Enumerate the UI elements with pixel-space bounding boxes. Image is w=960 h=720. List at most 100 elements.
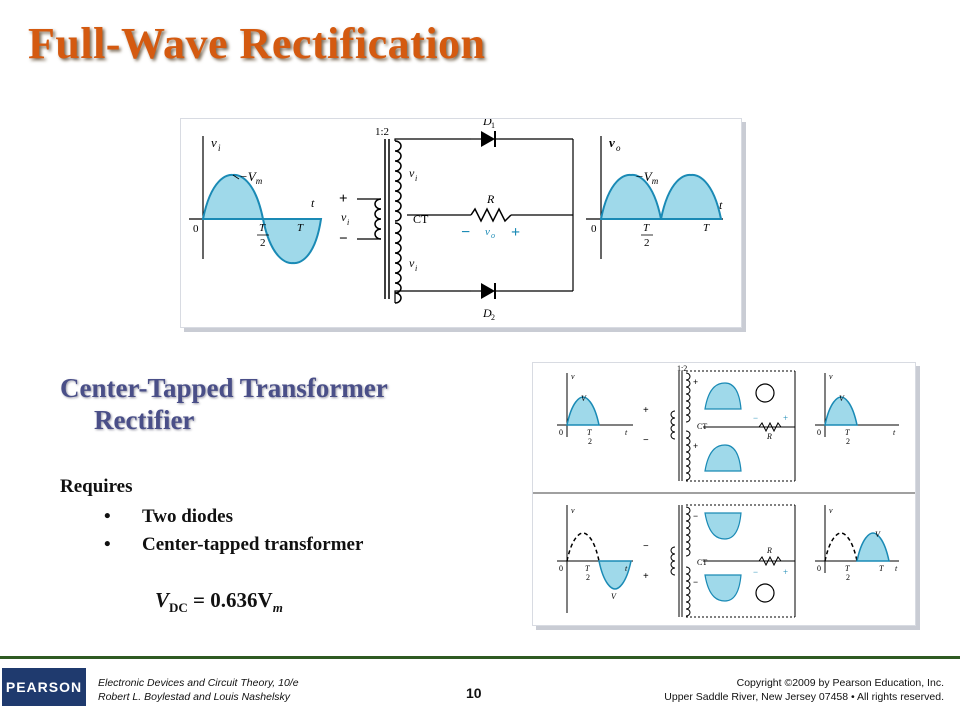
- svg-text:R: R: [766, 546, 772, 555]
- svg-text:V: V: [611, 592, 617, 601]
- svg-text:+: +: [693, 377, 698, 387]
- secondary-upper-coil: [394, 140, 402, 222]
- center-tapped-circuit: 1:2 + − v i v i v i CT D 1: [339, 114, 574, 322]
- book-title: Electronic Devices and Circuit Theory, 1…: [98, 677, 299, 689]
- svg-text:v: v: [829, 506, 833, 515]
- svg-text:−: −: [643, 541, 649, 552]
- list-item: •Two diodes: [104, 506, 233, 527]
- diode-d1-label: D: [482, 119, 492, 128]
- output-waveform-plot: v o −Vm t 0 T 2 T: [586, 135, 723, 259]
- svg-text:+: +: [643, 405, 649, 416]
- svg-text:v: v: [485, 226, 490, 238]
- requires-label: Requires: [60, 476, 133, 497]
- svg-text:−: −: [693, 577, 698, 587]
- svg-text:T: T: [845, 428, 850, 437]
- positive-half-cycle-panel: v V 0 T 2 t 1:2 + − CT + + R − + v V: [557, 364, 899, 482]
- svg-text:CT: CT: [697, 422, 707, 431]
- svg-text:T: T: [585, 564, 590, 573]
- svg-text:o: o: [616, 143, 621, 153]
- svg-text:+: +: [783, 413, 788, 423]
- svg-text:2: 2: [491, 313, 495, 322]
- svg-text:0: 0: [559, 428, 563, 437]
- svg-text:T: T: [879, 564, 884, 573]
- book-authors: Robert L. Boylestad and Louis Nashelsky: [98, 691, 291, 703]
- input-half-period-num: T: [259, 222, 266, 234]
- svg-text:+: +: [693, 441, 698, 451]
- svg-text:t: t: [625, 564, 628, 573]
- requirements-list: •Two diodes •Center-tapped transformer: [104, 505, 363, 561]
- svg-text:0: 0: [559, 564, 563, 573]
- diode-d1-symbol: [481, 131, 495, 147]
- full-wave-rectifier-figure: v i −Vm t 0 T 2 T 1:2 + − v i v i v i CT: [180, 114, 742, 328]
- svg-text:V: V: [875, 530, 881, 539]
- diode-d2-label: D: [482, 306, 492, 320]
- negative-half-cycle-panel: v V 0 T 2 t − + CT − − R − + v V 0 T: [557, 504, 899, 618]
- subheading: Center-Tapped Transformer Rectifier: [60, 372, 388, 436]
- svg-text:V: V: [581, 394, 587, 403]
- output-peak-label: −Vm: [635, 169, 659, 186]
- center-tap-label: CT: [413, 212, 429, 226]
- input-y-label: v: [211, 135, 217, 150]
- svg-text:0: 0: [817, 428, 821, 437]
- rectifier-diagram-svg: v i −Vm t 0 T 2 T 1:2 + − v i v i v i CT: [189, 114, 723, 322]
- svg-text:v: v: [409, 256, 415, 270]
- list-item: •Center-tapped transformer: [104, 534, 364, 555]
- svg-text:+: +: [511, 224, 520, 241]
- output-first-pulse: [599, 173, 663, 220]
- slide-title: Full-Wave Rectification: [28, 19, 486, 68]
- svg-text:2: 2: [846, 573, 850, 582]
- svg-text:t: t: [893, 428, 896, 437]
- svg-text:0: 0: [817, 564, 821, 573]
- footer-rule: [0, 656, 960, 659]
- conduction-paths-figure: v V 0 T 2 t 1:2 + − CT + + R − + v V: [532, 362, 916, 626]
- turns-ratio: 1:2: [375, 126, 389, 138]
- svg-text:1:2: 1:2: [677, 364, 687, 373]
- svg-text:−: −: [339, 231, 348, 247]
- svg-text:T: T: [587, 428, 592, 437]
- svg-text:−: −: [753, 413, 758, 423]
- input-peak-label: −Vm: [239, 169, 263, 186]
- svg-text:R: R: [766, 432, 772, 441]
- page-number: 10: [466, 685, 482, 701]
- svg-text:0: 0: [591, 223, 597, 235]
- primary-coil: [374, 198, 382, 240]
- subheading-line-1: Center-Tapped Transformer: [60, 373, 388, 403]
- book-citation: Electronic Devices and Circuit Theory, 1…: [98, 676, 299, 704]
- svg-text:2: 2: [586, 573, 590, 582]
- svg-text:v: v: [341, 210, 347, 224]
- svg-text:t: t: [625, 428, 628, 437]
- pearson-logo: PEARSON: [2, 668, 86, 706]
- diode-d2-symbol: [481, 283, 495, 299]
- resistor-label: R: [486, 192, 495, 206]
- svg-text:v: v: [571, 372, 575, 381]
- svg-text:o: o: [491, 231, 495, 240]
- input-waveform-plot: v i −Vm t 0 T 2 T: [189, 135, 323, 265]
- output-y-label: v: [609, 135, 615, 150]
- svg-text:−: −: [753, 567, 758, 577]
- svg-text:V: V: [839, 394, 845, 403]
- svg-text:v: v: [829, 372, 833, 381]
- svg-text:T: T: [845, 564, 850, 573]
- output-second-pulse: [659, 173, 723, 220]
- input-half-period-den: 2: [260, 237, 266, 249]
- svg-text:−: −: [461, 224, 470, 241]
- svg-text:+: +: [783, 567, 788, 577]
- svg-text:−: −: [693, 511, 698, 521]
- svg-text:t: t: [719, 198, 723, 212]
- svg-text:T: T: [703, 222, 710, 234]
- svg-text:2: 2: [588, 437, 592, 446]
- input-negative-half-cycle: [261, 218, 323, 265]
- svg-text:+: +: [643, 571, 649, 582]
- svg-text:+: +: [339, 191, 348, 207]
- svg-text:−: −: [643, 435, 649, 446]
- svg-text:T: T: [643, 222, 650, 234]
- input-period-label: T: [297, 222, 304, 234]
- svg-text:CT: CT: [697, 558, 707, 567]
- copyright-notice: Copyright ©2009 by Pearson Education, In…: [664, 677, 944, 703]
- svg-text:v: v: [571, 506, 575, 515]
- subheading-line-2: Rectifier: [94, 405, 195, 435]
- svg-text:i: i: [415, 174, 417, 183]
- svg-text:2: 2: [644, 237, 650, 249]
- svg-text:i: i: [347, 218, 349, 227]
- svg-text:t: t: [895, 564, 898, 573]
